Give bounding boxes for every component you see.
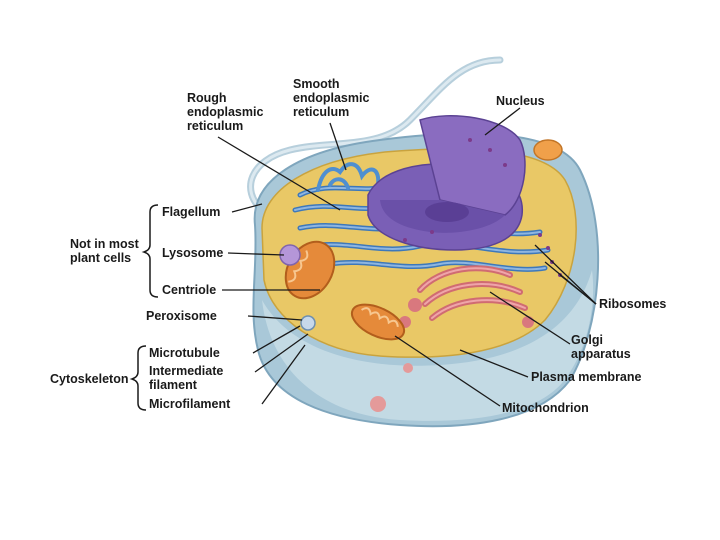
label-plasma-membrane: Plasma membrane: [531, 370, 641, 384]
label-mitochondrion: Mitochondrion: [502, 401, 589, 415]
group-cytoskeleton: Cytoskeleton: [50, 372, 129, 386]
label-microtubule: Microtubule: [149, 346, 220, 360]
label-golgi: Golgi apparatus: [571, 333, 631, 361]
label-lysosome: Lysosome: [162, 246, 223, 260]
label-centriole: Centriole: [162, 283, 216, 297]
peroxisome-shape: [301, 316, 315, 330]
label-nucleus: Nucleus: [496, 94, 545, 108]
bracket-not-in-plants: [144, 205, 158, 297]
label-peroxisome: Peroxisome: [146, 309, 217, 323]
label-rough-er: Rough endoplasmic reticulum: [187, 91, 263, 133]
label-intermediate-filament: Intermediate filament: [149, 364, 223, 392]
label-smooth-er: Smooth endoplasmic reticulum: [293, 77, 369, 119]
label-flagellum: Flagellum: [162, 205, 220, 219]
label-microfilament: Microfilament: [149, 397, 230, 411]
bracket-cytoskeleton: [132, 346, 146, 410]
group-not-in-plant-cells: Not in most plant cells: [70, 237, 139, 265]
label-ribosomes: Ribosomes: [599, 297, 666, 311]
